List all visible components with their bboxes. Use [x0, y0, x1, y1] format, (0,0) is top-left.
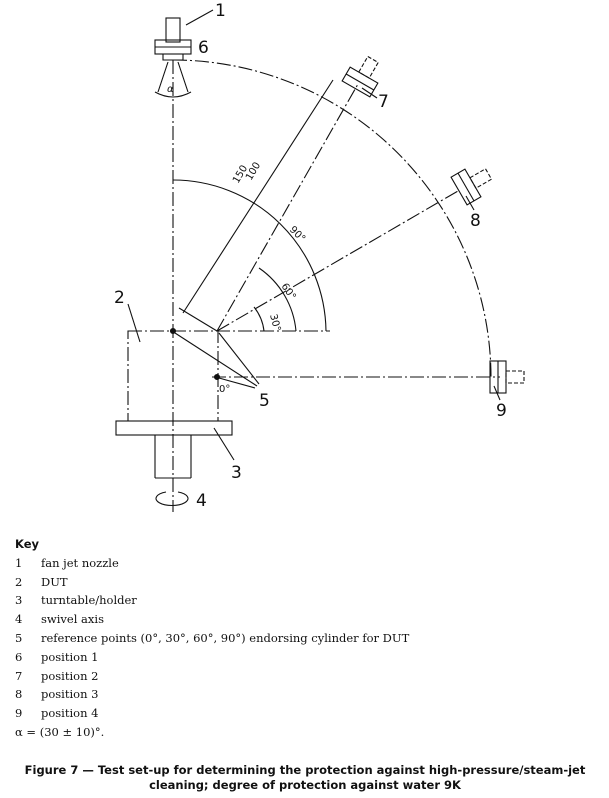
- alpha-label: α: [167, 84, 174, 95]
- alpha-arc: [154, 91, 192, 98]
- key-item-text: reference points (0°, 30°, 60°, 90°) end…: [41, 630, 410, 645]
- callout-1: 1: [215, 1, 226, 21]
- leader-2: [127, 303, 141, 343]
- angle-0-label: 0°: [219, 384, 230, 395]
- nozzle-position2: [341, 55, 379, 98]
- nozzle-position1-tip: [162, 54, 184, 61]
- angle-arc-90: [172, 179, 327, 332]
- angle-90-label: 90°: [287, 224, 307, 244]
- alpha-note: α = (30 ± 10)°.: [15, 724, 105, 739]
- angle-arc-60: [258, 267, 297, 332]
- callout-6: 6: [198, 38, 209, 58]
- key-item: 1 fan jet nozzle: [15, 554, 595, 573]
- swivel-arrow: [155, 491, 189, 507]
- callout-9: 9: [496, 401, 507, 421]
- nozzle-position1-body: [165, 17, 181, 43]
- caption-line-1: Figure 7 — Test set-up for determining t…: [24, 763, 586, 777]
- leader-1: [185, 9, 214, 26]
- angle-30-label: 30°: [267, 313, 282, 333]
- key-item-number: 8: [15, 687, 23, 702]
- spray-cone-right: [177, 61, 189, 93]
- turntable-plate: [115, 420, 233, 436]
- key-item-text: position 1: [41, 649, 99, 664]
- position3-jet-line: [216, 190, 459, 332]
- leader-3: [213, 427, 235, 461]
- key-item: 2 DUT: [15, 573, 595, 592]
- key-item-number: 6: [15, 649, 23, 664]
- position2-jet-line: [216, 83, 359, 332]
- key-item-number: 9: [15, 706, 23, 721]
- callout-2: 2: [114, 288, 125, 308]
- leader-7: [361, 87, 378, 99]
- key-heading: Key: [15, 537, 40, 551]
- leader-5a: [174, 332, 258, 387]
- leader-5c: [218, 377, 256, 389]
- callout-8: 8: [470, 211, 481, 231]
- leader-5b: [218, 332, 260, 385]
- key-item-text: turntable/holder: [41, 593, 137, 608]
- key-item-number: 3: [15, 593, 23, 608]
- caption-line-2: cleaning; degree of protection against w…: [149, 778, 461, 792]
- test-setup-diagram: 1 2 3 4 5 6 7 8 9 150 100 90° 60° 30° 0°…: [114, 1, 525, 512]
- nozzle-path-arc: [172, 59, 492, 378]
- callout-4: 4: [196, 491, 207, 511]
- key-item: 7 position 2: [15, 667, 595, 686]
- leader-9: [493, 385, 501, 401]
- key-item-number: 2: [15, 574, 23, 589]
- key-item-number: 7: [15, 668, 23, 683]
- spray-cone-left: [157, 61, 169, 93]
- dimension-100-label: 100: [244, 160, 263, 182]
- key-item-text: swivel axis: [41, 612, 104, 627]
- key-item-number: 5: [15, 630, 23, 645]
- key-item-number: 1: [15, 555, 23, 570]
- reference-point-top: [169, 327, 177, 335]
- key-item-number: 4: [15, 612, 23, 627]
- key-item-text: DUT: [41, 574, 68, 589]
- key-item: 8 position 3: [15, 685, 595, 704]
- reference-point-bottom: [213, 373, 221, 381]
- leader-8: [465, 195, 475, 211]
- callout-7: 7: [378, 92, 389, 112]
- key-item-text: position 2: [41, 668, 99, 683]
- angle-arc-30: [253, 306, 265, 332]
- angle-60-label: 60°: [279, 281, 298, 302]
- key-item: 3 turntable/holder: [15, 591, 595, 610]
- key-item-text: position 3: [41, 687, 99, 702]
- figure-caption: Figure 7 — Test set-up for determining t…: [20, 763, 590, 793]
- key-item-text: position 4: [41, 706, 99, 721]
- key-legend: Key 1 fan jet nozzle 2 DUT 3 turntable/hold…: [15, 535, 595, 742]
- key-item: 6 position 1: [15, 648, 595, 667]
- key-item-text: fan jet nozzle: [41, 555, 119, 570]
- dimension-150-line: [182, 79, 334, 314]
- nozzle-position3: [450, 168, 493, 206]
- dimension-100-line: [178, 307, 218, 332]
- callout-3: 3: [231, 463, 242, 483]
- key-item: 5 reference points (0°, 30°, 60°, 90°) en…: [15, 629, 595, 648]
- callout-5: 5: [259, 391, 270, 411]
- key-item: 9 position 4: [15, 704, 595, 723]
- key-item: 4 swivel axis: [15, 610, 595, 629]
- nozzle-position4: [489, 360, 525, 394]
